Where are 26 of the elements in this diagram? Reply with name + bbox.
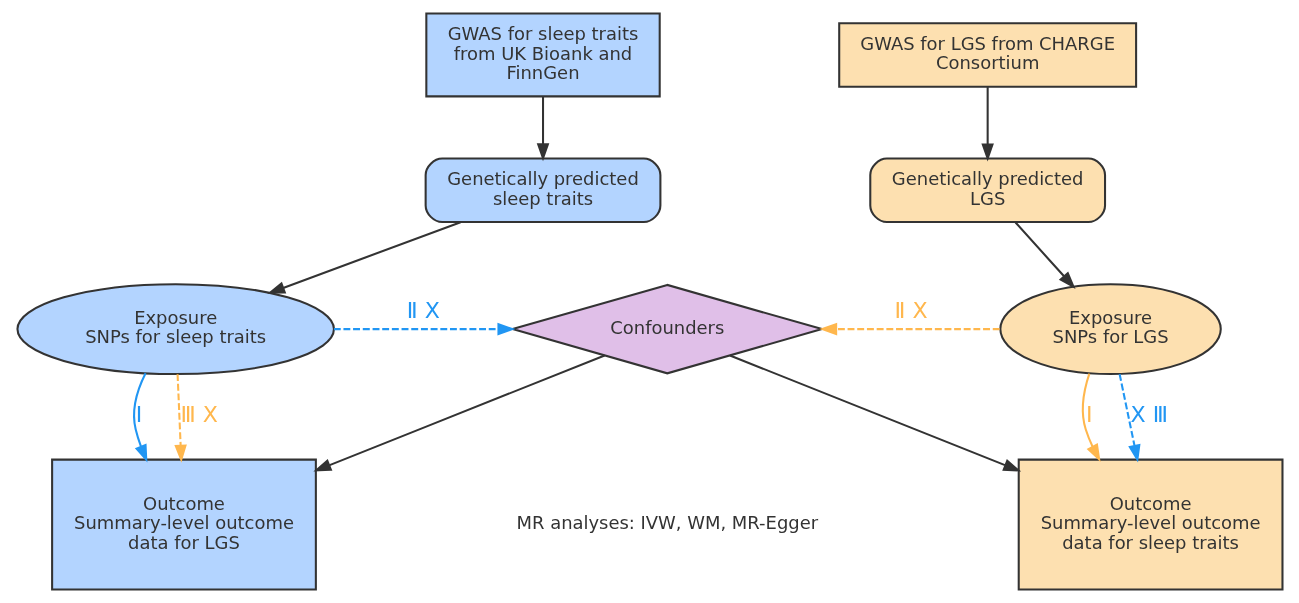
arrow (312, 354, 605, 472)
edge-label: Ⅰ (1085, 401, 1092, 428)
node-box: Genetically predicted sleep traits (424, 157, 661, 224)
arrow (132, 372, 147, 463)
arrow (1014, 221, 1076, 289)
node-box: GWAS for sleep traits from UK Bioank and FinnGen (424, 12, 661, 98)
node-box: Genetically predicted LGS (868, 157, 1106, 224)
arrow (980, 87, 994, 162)
node-box: Outcome Summary-level outcome data for sleep traits (1017, 458, 1283, 591)
arrow (333, 322, 515, 336)
arrow (729, 354, 1021, 472)
edge-label: Ⅰ (135, 401, 142, 428)
arrow (536, 96, 549, 162)
edge-label: Ⅱ X (894, 296, 928, 323)
node-box: GWAS for LGS from CHARGE Consortium (837, 22, 1137, 88)
node-box: Outcome Summary-level outcome data for LGS (50, 458, 317, 591)
edge-label: Ⅲ X (179, 401, 218, 428)
arrow (818, 322, 1000, 336)
edge-label: Ⅱ X (406, 296, 440, 323)
node-ellipse: Exposure SNPs for LGS (998, 283, 1222, 376)
arrow (266, 221, 461, 294)
arrow (1118, 374, 1140, 463)
arrow (173, 374, 187, 463)
arrow (1081, 373, 1101, 462)
edge-label: X Ⅲ (1130, 401, 1168, 428)
label: MR analyses: IVW, WM, MR-Egger (516, 512, 818, 534)
